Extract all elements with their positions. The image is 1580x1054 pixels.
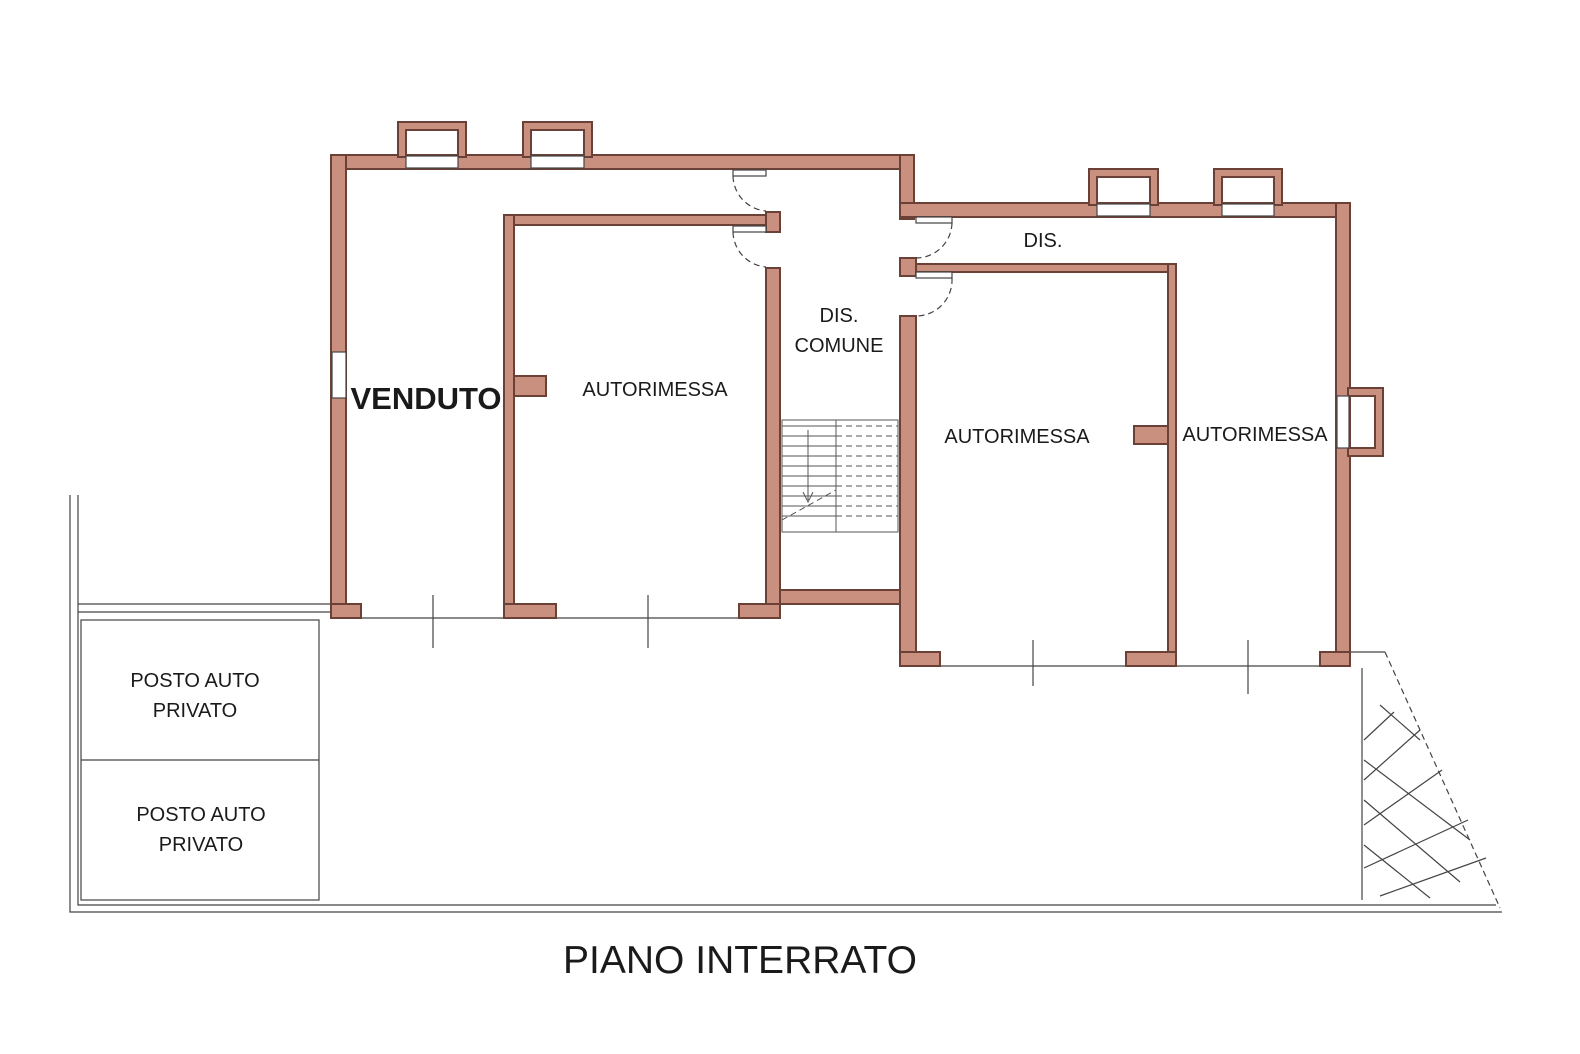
wall-garage-divider bbox=[1167, 263, 1177, 667]
window-well-3 bbox=[1088, 168, 1159, 206]
room-label-garage-2: AUTORIMESSA bbox=[944, 426, 1090, 448]
stair-arrow-head bbox=[802, 491, 814, 504]
wall-garage2-bottom-left bbox=[899, 651, 941, 667]
wall-divider-pier bbox=[1133, 425, 1169, 445]
room-label-common-hall-line1: DIS. bbox=[820, 305, 859, 327]
wall-center-right bbox=[899, 315, 917, 667]
door-1-leaf bbox=[732, 169, 767, 177]
door-4-leaf bbox=[915, 271, 953, 279]
wall-garage1-pier bbox=[513, 375, 547, 397]
window-wells bbox=[331, 121, 1384, 457]
window-1 bbox=[405, 155, 459, 169]
door-2-swing bbox=[732, 231, 767, 268]
door-3-leaf bbox=[915, 216, 953, 224]
wall-garage2-top bbox=[915, 263, 1177, 273]
labels: VENDUTO AUTORIMESSA AUTORIMESSA AUTORIME… bbox=[130, 230, 1328, 982]
wall-bottom-stub bbox=[330, 603, 362, 619]
courtyard bbox=[69, 495, 1502, 913]
sold-label: VENDUTO bbox=[350, 381, 501, 416]
floor-title: PIANO INTERRATO bbox=[563, 939, 917, 982]
stair-cut-line bbox=[781, 489, 837, 521]
wall-door-jamb-2 bbox=[899, 257, 917, 277]
window-well-2 bbox=[522, 121, 593, 158]
courtyard-inner-line bbox=[77, 495, 1496, 906]
ramp-edge bbox=[1384, 651, 1501, 909]
stairs bbox=[781, 419, 899, 533]
door-1-swing bbox=[732, 175, 767, 212]
parking-label-2-line2: PRIVATO bbox=[159, 834, 243, 856]
wall-garage1-left bbox=[503, 214, 515, 619]
wall-garage1-bottom-right bbox=[738, 603, 781, 619]
window-well-4 bbox=[1213, 168, 1283, 206]
wall-garage1-bottom-left bbox=[503, 603, 557, 619]
parking-label-1-line2: PRIVATO bbox=[153, 700, 237, 722]
door-2-leaf bbox=[732, 225, 767, 233]
window-well-1 bbox=[397, 121, 467, 158]
room-label-common-hall-line2: COMUNE bbox=[795, 335, 884, 357]
ramp-hatch bbox=[1363, 704, 1487, 899]
doors bbox=[732, 169, 953, 317]
wall-garage1-right bbox=[765, 267, 781, 619]
wall-stair-bottom bbox=[779, 589, 915, 605]
window-4 bbox=[1221, 203, 1275, 217]
wall-garage3-bottom-right bbox=[1319, 651, 1351, 667]
courtyard-outer-line bbox=[69, 495, 1502, 913]
wall-garage2-bottom-right bbox=[1125, 651, 1177, 667]
parking-label-2-line1: POSTO AUTO bbox=[136, 804, 265, 826]
window-2 bbox=[530, 155, 585, 169]
window-5 bbox=[1336, 395, 1350, 449]
window-left bbox=[331, 351, 347, 399]
wall-garage1-top bbox=[503, 214, 767, 226]
door-3-swing bbox=[915, 222, 953, 259]
window-3 bbox=[1096, 203, 1151, 217]
wall-door-jamb bbox=[765, 211, 781, 233]
room-label-hall: DIS. bbox=[1024, 230, 1063, 252]
room-label-garage-3: AUTORIMESSA bbox=[1182, 424, 1328, 446]
door-4-swing bbox=[915, 277, 953, 317]
room-label-garage-1: AUTORIMESSA bbox=[582, 379, 728, 401]
parking-label-1-line1: POSTO AUTO bbox=[130, 670, 259, 692]
window-well-5 bbox=[1347, 387, 1384, 457]
